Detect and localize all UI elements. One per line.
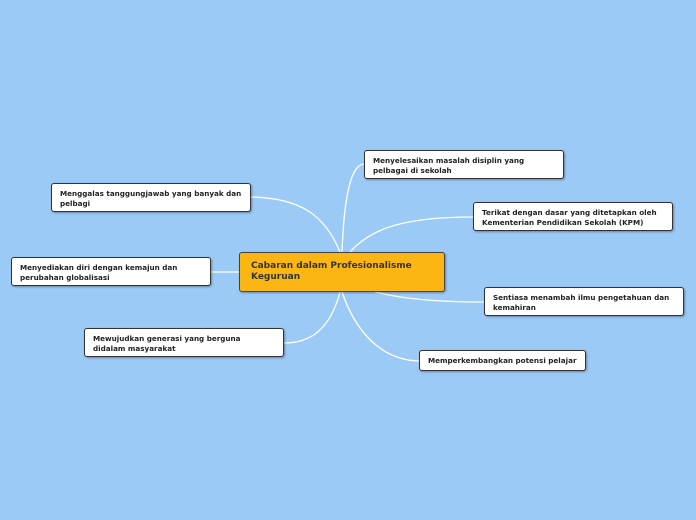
connector xyxy=(374,291,485,303)
branch-node[interactable]: Menggalas tanggungjawab yang banyak dan … xyxy=(51,183,251,212)
connector xyxy=(341,163,365,253)
branch-node[interactable]: Menyediakan diri dengan kemajun dan peru… xyxy=(11,257,211,286)
connector xyxy=(283,291,341,344)
central-topic[interactable]: Cabaran dalam Profesionalisme Keguruan xyxy=(239,252,445,292)
connector xyxy=(341,291,420,362)
connector xyxy=(349,216,474,253)
branch-node[interactable]: Sentiasa menambah ilmu pengetahuan dan k… xyxy=(484,287,684,316)
branch-node[interactable]: Menyelesaikan masalah disiplin yang pelb… xyxy=(364,150,564,179)
connector xyxy=(250,196,341,253)
branch-node[interactable]: Memperkembangkan potensi pelajar xyxy=(419,350,586,371)
branch-node[interactable]: Terikat dengan dasar yang ditetapkan ole… xyxy=(473,202,673,231)
branch-node[interactable]: Mewujudkan generasi yang berguna didalam… xyxy=(84,328,284,357)
